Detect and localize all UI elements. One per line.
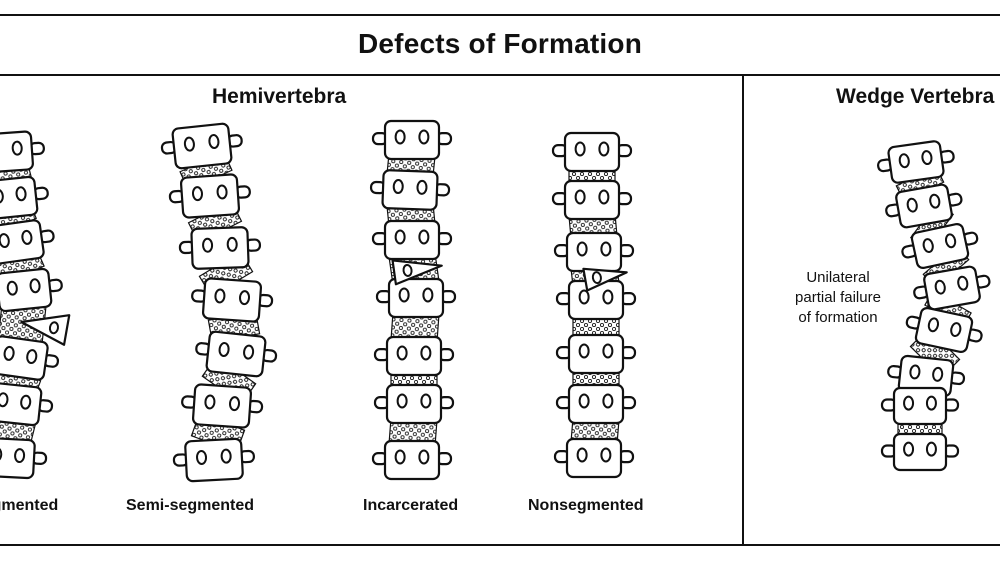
vertebra [553, 437, 635, 479]
vertebra [371, 219, 453, 261]
vertebra [371, 119, 453, 161]
caption-nonsegmented: Nonsegmented [528, 497, 644, 514]
spine-segmented [0, 130, 71, 480]
annotation-line-3: of formation [798, 309, 878, 326]
vertebra [0, 130, 45, 174]
vertebra [160, 122, 243, 170]
hemivertebra-wedge [391, 259, 443, 286]
vertebra [168, 173, 251, 219]
hemivertebra-wedge [582, 267, 628, 292]
vertebra [373, 335, 455, 377]
vertebra [880, 432, 960, 472]
vertebra [555, 333, 637, 375]
hemivertebra-heading: Hemivertebra [212, 85, 347, 108]
vertebra [0, 267, 63, 313]
vertebra [181, 383, 264, 429]
vertebra [172, 437, 255, 483]
vertebra [877, 140, 955, 184]
vertebra [0, 175, 49, 221]
vertebra [553, 231, 635, 273]
vertebra [375, 277, 457, 319]
vertebra [373, 383, 455, 425]
spine-nonsegmented [551, 131, 637, 479]
title-divider [0, 74, 1000, 76]
caption-semi-segmented: Semi-segmented [126, 497, 255, 514]
wedge-vertebra-heading: Wedge Vertebra [836, 85, 995, 108]
vertebra [913, 265, 991, 311]
spine-semi-segmented [160, 122, 278, 483]
vertebra [905, 307, 983, 353]
vertebra [551, 131, 633, 173]
vertebra [880, 386, 960, 426]
vertebra [0, 436, 48, 480]
vertebra [551, 179, 633, 221]
vertebra [0, 381, 54, 427]
annotation-line-2: partial failure [795, 289, 881, 306]
vertebra [369, 169, 451, 211]
vertebra [371, 439, 453, 481]
vertebra [887, 354, 966, 398]
vertebra [0, 335, 60, 381]
section-divider [742, 75, 744, 545]
hemivertebra-wedge [20, 314, 71, 346]
caption-segmented: Segmented [0, 497, 59, 514]
spine-wedge [877, 140, 991, 472]
vertebra [555, 383, 637, 425]
diagram-title: Defects of Formation [357, 28, 643, 59]
vertebra [885, 183, 963, 229]
annotation-label: Unilateral partial failure of formation [778, 268, 898, 328]
vertebra [191, 277, 274, 323]
caption-incarcerated: Incarcerated [363, 497, 459, 514]
diagram-frame [0, 14, 1000, 546]
spine-incarcerated [369, 119, 457, 481]
vertebra [901, 223, 979, 269]
annotation-line-1: Unilateral [806, 269, 870, 286]
vertebra [195, 330, 278, 378]
vertebra [0, 219, 55, 265]
vertebra [178, 226, 262, 270]
